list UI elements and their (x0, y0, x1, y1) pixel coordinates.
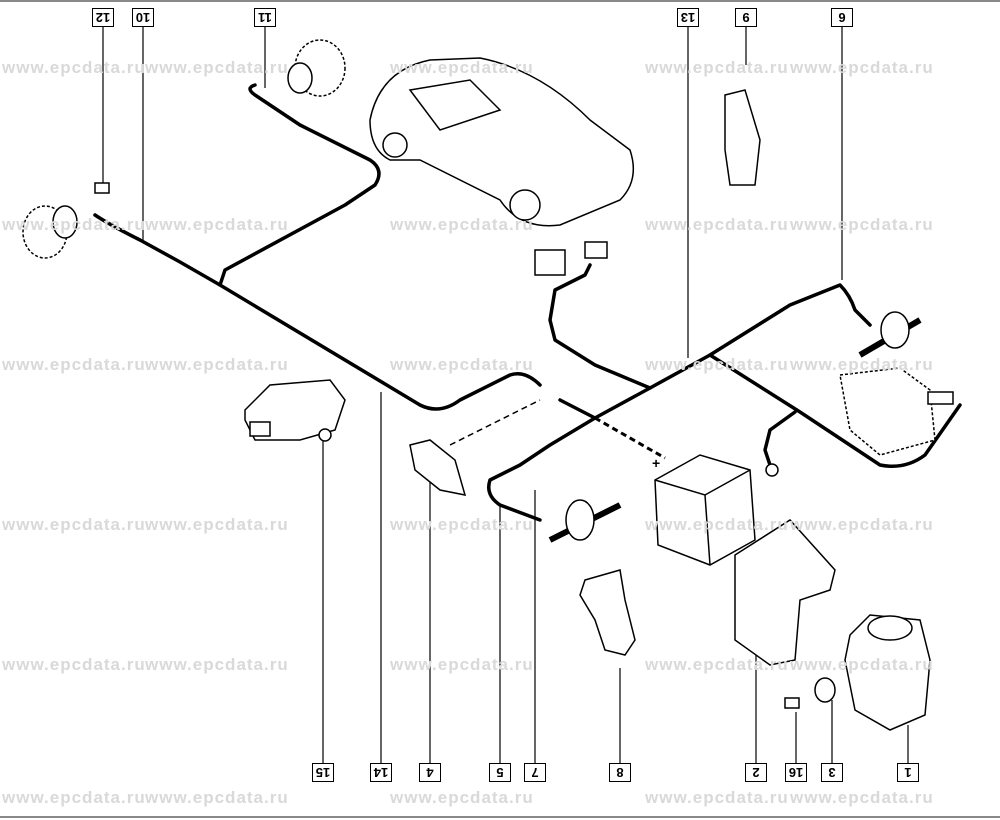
callout-10: 10 (132, 8, 154, 27)
callout-6: 6 (831, 8, 853, 27)
driveshaft-left-icon (548, 499, 622, 543)
motor-unit-icon (839, 367, 954, 456)
bracket-9-icon (724, 89, 761, 186)
frame-top (0, 0, 1000, 2)
callout-13: 13 (677, 8, 699, 27)
callout-8: 8 (609, 763, 631, 782)
battery-lead (594, 416, 666, 460)
wheel-hub-front-left-icon (22, 205, 78, 259)
bracket-dash (449, 399, 541, 446)
battery-plus-label: + (652, 455, 660, 471)
callout-11: 11 (254, 8, 276, 27)
hydraulic-unit-1-icon (844, 614, 931, 731)
callout-2: 2 (745, 763, 767, 782)
callout-16: 16 (785, 763, 807, 782)
connector-icon (534, 241, 608, 276)
wheel-hub-rear-icon (287, 39, 346, 97)
callout-7: 7 (524, 763, 546, 782)
driveshaft-right-icon (858, 311, 922, 358)
ground-terminal-icon (765, 463, 779, 477)
callout-3: 3 (821, 763, 843, 782)
callout-12: 12 (92, 8, 114, 27)
callout-14: 14 (370, 763, 392, 782)
callout-9: 9 (735, 8, 757, 27)
callout-15: 15 (312, 763, 334, 782)
accelerometer-15-icon (244, 379, 346, 442)
frame-bottom (0, 816, 1000, 818)
callout-1: 1 (897, 763, 919, 782)
wiring-harness (93, 83, 962, 522)
bolt-12-icon (94, 182, 110, 194)
battery-icon (654, 454, 756, 566)
car-outline-icon (369, 57, 635, 227)
callout-5: 5 (489, 763, 511, 782)
bracket-4-icon (409, 439, 467, 496)
bracket-8-icon (579, 569, 636, 656)
bolt-16-icon (784, 697, 800, 709)
nut-3-icon (814, 677, 836, 703)
callout-4: 4 (419, 763, 441, 782)
ecu-2-icon (734, 519, 836, 666)
